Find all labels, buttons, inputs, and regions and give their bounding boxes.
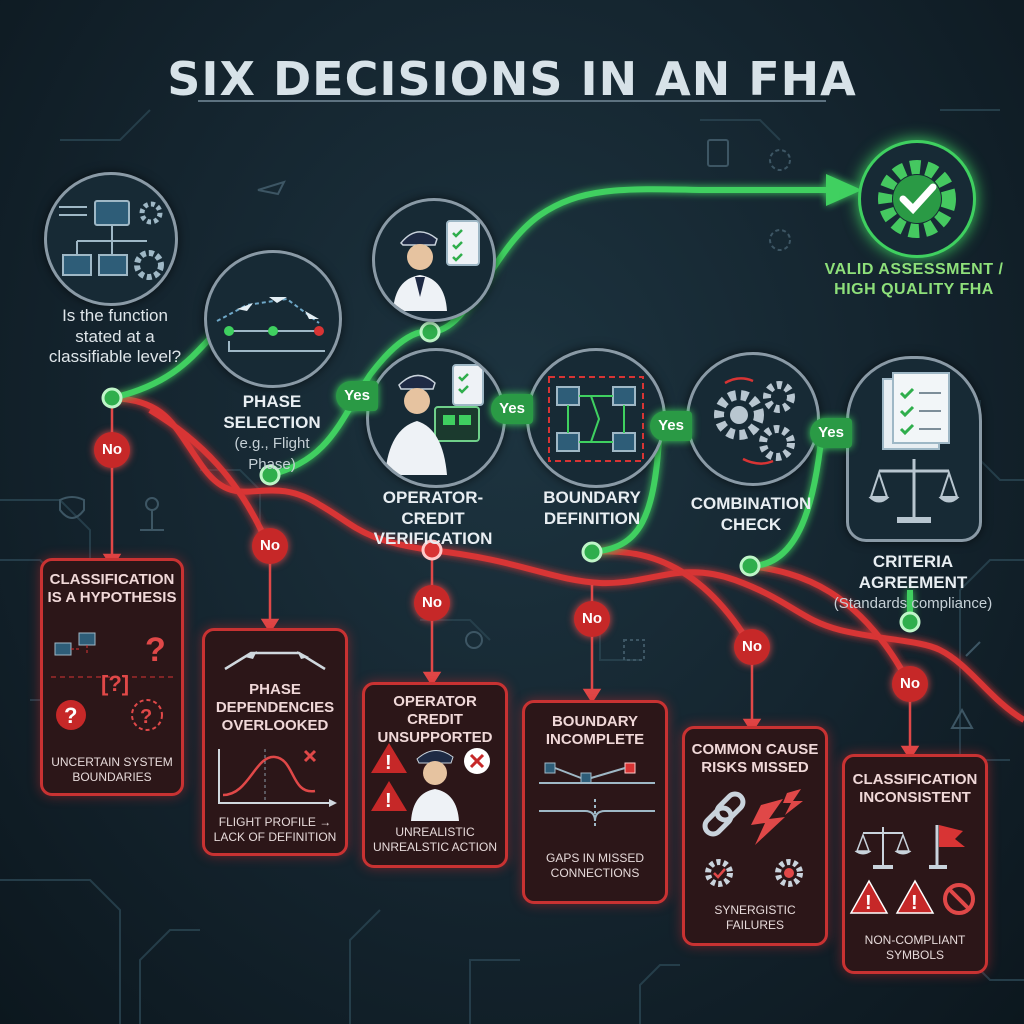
- pilot-warning-icon: ! !: [371, 743, 490, 821]
- no-badge-3: No: [414, 585, 450, 621]
- boundary-definition-node: [526, 348, 666, 488]
- title-underline: [198, 100, 826, 102]
- yes-pill-2: Yes: [491, 394, 533, 424]
- chain-lightning-icon: [702, 789, 803, 887]
- step-combination-check: COMBINATION CHECK: [690, 494, 812, 534]
- failure-box-5-title: COMMON CAUSE RISKS MISSED: [691, 741, 819, 776]
- step-criteria-agreement-title: CRITERIA AGREEMENT: [858, 552, 968, 592]
- failure-box-3: OPERATOR CREDIT UNSUPPORTED ! ! UNREALIS…: [362, 682, 508, 868]
- function-diagram-node: [44, 172, 178, 306]
- step-boundary-definition: BOUNDARY DEFINITION: [543, 488, 641, 528]
- step-criteria-agreement-subtitle: (Standards compliance): [833, 595, 993, 613]
- svg-text:!: !: [865, 892, 872, 914]
- pilot-checklist-icon: [393, 220, 480, 311]
- svg-text:?: ?: [145, 631, 166, 669]
- svg-text:[?]: [?]: [101, 671, 129, 696]
- failure-box-4-title: BOUNDARY INCOMPLETE: [545, 713, 645, 748]
- failure-box-3-title: OPERATOR CREDIT UNSUPPORTED: [377, 693, 493, 746]
- success-path: [111, 186, 914, 623]
- operator-credit-node: [366, 348, 506, 488]
- step-operator-credit: OPERATOR-CREDIT VERIFICATION: [373, 488, 493, 549]
- flight-phase-icon: [216, 297, 325, 352]
- failure-box-1-caption: UNCERTAIN SYSTEM BOUNDARIES: [51, 755, 173, 784]
- success-arrowhead: [826, 174, 862, 206]
- yes-pill-3: Yes: [650, 411, 692, 441]
- no-badge-6: No: [892, 666, 928, 702]
- start-question: Is the function stated at a classifiable…: [48, 306, 182, 367]
- failure-box-6: CLASSIFICATION INCONSISTENT ! ! NON-COMP…: [842, 754, 988, 974]
- failure-box-2-caption: FLIGHT PROFILE → LACK OF DEFINITION: [213, 815, 337, 844]
- svg-text:?: ?: [64, 703, 77, 728]
- no-badge-5: No: [734, 629, 770, 665]
- cockpit-pilot-icon: [385, 364, 484, 475]
- boundary-diagram-icon: [548, 376, 644, 462]
- flight-profile-icon: [224, 651, 326, 671]
- failure-box-6-caption: NON-COMPLIANT SYMBOLS: [864, 933, 966, 962]
- failure-box-5: COMMON CAUSE RISKS MISSED SYNERGISTIC FA…: [682, 726, 828, 946]
- svg-text:!: !: [385, 790, 392, 812]
- svg-text:!: !: [385, 752, 392, 774]
- missed-connections-icon: [539, 762, 655, 829]
- failure-path-combination: [591, 548, 755, 650]
- phase-selection-node: [204, 250, 342, 388]
- failure-box-3-caption: UNREALISTIC UNREALSTIC ACTION: [372, 825, 498, 854]
- failure-box-4: BOUNDARY INCOMPLETE GAPS IN MISSED CONNE…: [522, 700, 668, 904]
- gear-check-icon: [878, 160, 956, 238]
- yes-pill-1: Yes: [336, 381, 378, 411]
- step-phase-selection-subtitle: (e.g., Flight Phase): [234, 435, 310, 474]
- no-badge-2: No: [252, 528, 288, 564]
- step-criteria-agreement: CRITERIA AGREEMENT (Standards compliance…: [818, 552, 1008, 614]
- step-phase-selection-title: PHASE SELECTION: [223, 392, 321, 432]
- outcome-label: VALID ASSESSMENT / HIGH QUALITY FHA: [824, 261, 1004, 298]
- criteria-agreement-node: [846, 356, 982, 542]
- failure-box-5-caption: SYNERGISTIC FAILURES: [714, 903, 796, 932]
- flight-profile-chart-icon: [218, 749, 337, 807]
- no-badge-1: No: [94, 432, 130, 468]
- failure-path-criteria: [749, 563, 913, 687]
- step-phase-selection: PHASE SELECTION (e.g., Flight Phase): [212, 392, 332, 475]
- failure-paths: [111, 395, 1024, 723]
- combination-check-node: [686, 352, 820, 486]
- junction-dots: [101, 321, 921, 633]
- question-marks-icon: ? [?] ? ?: [51, 631, 173, 731]
- svg-text:!: !: [911, 892, 918, 914]
- non-compliant-symbols-icon: ! !: [849, 825, 975, 915]
- outcome-node: [858, 140, 976, 258]
- failure-box-1-title: CLASSIFICATION IS A HYPOTHESIS: [47, 571, 177, 606]
- pilot-node: [372, 198, 496, 322]
- page-title: SIX DECISIONS IN AN FHA: [167, 52, 857, 106]
- scales-documents-icon: [868, 372, 960, 523]
- failure-box-4-caption: GAPS IN MISSED CONNECTIONS: [545, 851, 645, 880]
- svg-text:?: ?: [140, 706, 152, 728]
- failure-box-1: CLASSIFICATION IS A HYPOTHESIS ? [?] ? ?…: [40, 558, 184, 796]
- no-badge-4: No: [574, 601, 610, 637]
- failure-box-2: PHASE DEPENDENCIES OVERLOOKED FLIGHT PRO…: [202, 628, 348, 856]
- yes-pill-4: Yes: [810, 418, 852, 448]
- failure-path-phase: [148, 407, 271, 547]
- failure-box-6-title: CLASSIFICATION INCONSISTENT: [852, 771, 978, 806]
- failure-box-2-title: PHASE DEPENDENCIES OVERLOOKED: [215, 681, 335, 734]
- gears-icon: [714, 377, 795, 465]
- function-diagram-icon: [59, 200, 164, 280]
